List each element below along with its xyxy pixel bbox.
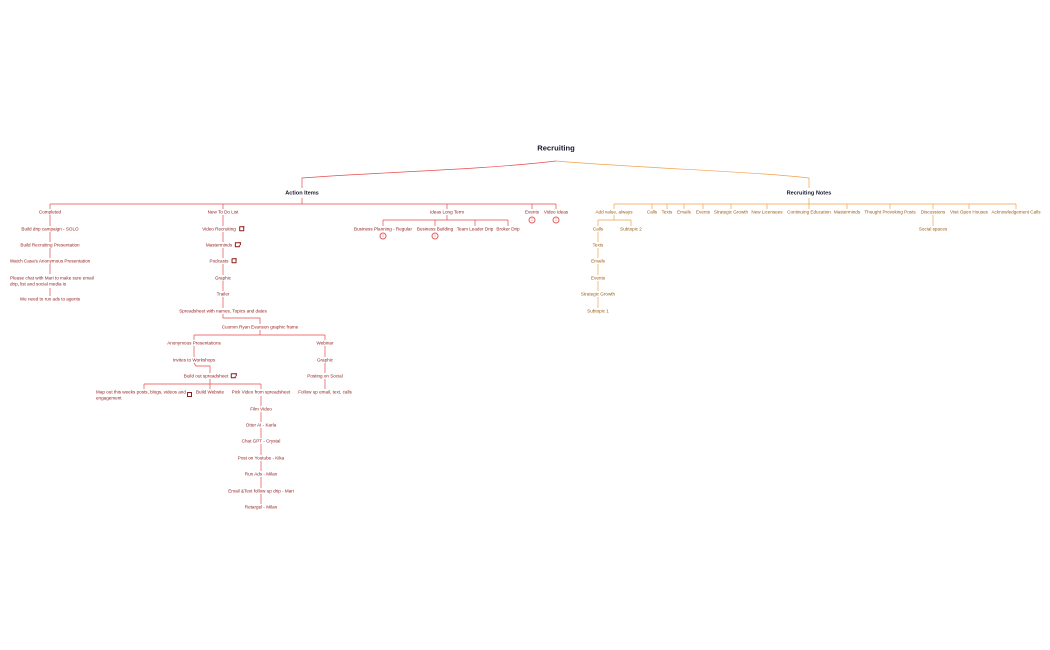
node-notes-item[interactable]: Texts (661, 209, 673, 215)
node-completed-item[interactable]: Build Recruiting Presentation (20, 242, 80, 248)
node-chain-item[interactable]: Retargel - Milan (244, 504, 278, 510)
node-webinar[interactable]: Webinar (316, 340, 334, 346)
external-link-icon[interactable] (238, 226, 245, 232)
node-add-value-child[interactable]: Subtopic 2 (620, 226, 642, 232)
node-calls-chain-item[interactable]: Events (590, 275, 606, 281)
external-link-icon[interactable] (231, 373, 237, 379)
node-completed-item[interactable]: We need to run ads to agents (19, 296, 81, 302)
node-chain-item[interactable]: Email &Text follow up drip - Mari (228, 488, 294, 494)
node-webinar-item[interactable]: Follow up email, text, calls (298, 389, 352, 395)
node-notes-item[interactable]: Add value, always (595, 209, 633, 215)
node-todo-item[interactable]: Podcasts (210, 258, 237, 264)
node-ideas-item[interactable]: Broker Drip (496, 226, 520, 232)
node-calls-chain-item[interactable]: Strategic Growth (580, 291, 616, 297)
node-label: Build out spreadsheet (183, 373, 229, 379)
node-chain-item[interactable]: Chat GPT - Crystal (241, 438, 281, 444)
node-video-ideas[interactable]: Video Ideas (543, 209, 569, 215)
node-chain-item[interactable]: Post on Youtube - Kika (237, 455, 285, 461)
comment-count-icon[interactable]: 1 (552, 216, 560, 224)
node-todo-item[interactable]: Trailer (216, 291, 230, 297)
node-calls-chain-item[interactable]: Emails (591, 258, 605, 264)
node-todo[interactable]: New To Do List (207, 209, 239, 215)
node-anon-child[interactable]: Map out this weeks posts, blogs, videos … (96, 389, 186, 401)
external-link-icon[interactable] (231, 258, 237, 264)
node-ideas-item[interactable]: Business Building (416, 226, 454, 232)
node-notes-item[interactable]: New Licensees (751, 209, 783, 215)
node-todo-item[interactable]: Masterminds (205, 242, 241, 248)
node-notes-item[interactable]: Strategic Growth (713, 209, 749, 215)
node-ideas-long-term[interactable]: Ideas Long Term (429, 209, 465, 215)
comment-count-icon[interactable]: 1 (431, 232, 439, 240)
node-anon-child[interactable]: Pick Video from spreadsheet (231, 389, 291, 395)
node-notes-item[interactable]: Continuing Education (787, 209, 831, 215)
node-add-value-child[interactable]: Calls (592, 226, 604, 232)
node-label: Podcasts (209, 258, 229, 264)
node-notes-item[interactable]: Masterminds (833, 209, 861, 215)
node-completed-item[interactable]: Build drip campaign - SOLO (21, 226, 79, 232)
node-ideas-item[interactable]: Team Leader Drip (456, 226, 494, 232)
node-discussions-child[interactable]: Social spaces (918, 226, 948, 232)
external-link-icon[interactable] (187, 391, 193, 397)
node-todo-item[interactable]: Spreadsheet with names, Topics and dates (179, 308, 267, 314)
node-notes-item[interactable]: Discussions (920, 209, 946, 215)
node-anonymous-presentations[interactable]: Anonymous Presentations (167, 340, 221, 346)
node-webinar-item[interactable]: Graphic (316, 357, 334, 363)
node-completed[interactable]: Completed (38, 209, 62, 215)
branch-action-items[interactable]: Action Items (285, 190, 319, 197)
node-notes-item[interactable]: Calls (646, 209, 658, 215)
node-chain-item[interactable]: Otter AI - Karla (245, 422, 277, 428)
node-label: Masterminds (205, 242, 233, 248)
node-todo-item[interactable]: Graphic (214, 275, 232, 281)
node-ideas-item[interactable]: Business Planning - Regular (354, 226, 412, 232)
node-anon-item[interactable]: Build out spreadsheet (183, 373, 237, 379)
root-node[interactable]: Recruiting (537, 143, 575, 153)
node-notes-item[interactable]: Acknowledgement Calls (991, 209, 1041, 215)
node-chain-item[interactable]: Run Ads - Milan (244, 471, 278, 477)
comment-count-icon[interactable]: 1 (379, 232, 387, 240)
branch-recruiting-notes[interactable]: Recruiting Notes (786, 190, 832, 197)
node-chain-item[interactable]: Film Video (250, 406, 272, 412)
node-events[interactable]: Events (524, 209, 540, 215)
node-notes-item[interactable]: Events (695, 209, 711, 215)
node-notes-item[interactable]: Emails (677, 209, 691, 215)
node-todo-item[interactable]: Video Recruiting (202, 226, 245, 232)
external-link-icon[interactable] (235, 242, 241, 248)
node-completed-item[interactable]: Please chat with Mari to make sure email… (10, 275, 94, 287)
node-notes-item[interactable]: Visit Open Houses (950, 209, 988, 215)
node-anon-item[interactable]: Invites to Workshops (172, 357, 216, 363)
node-calls-chain-item[interactable]: Subtopic 1 (587, 308, 609, 314)
node-calls-chain-item[interactable]: Texts (592, 242, 604, 248)
node-webinar-item[interactable]: Posting on Social (307, 373, 343, 379)
node-notes-item[interactable]: Thought Provoking Posts (864, 209, 916, 215)
node-label: Video Recruiting (202, 226, 236, 232)
node-anon-child[interactable]: Build Website (195, 389, 225, 395)
node-completed-item[interactable]: Watch Casa's Anonymous Presentation (9, 258, 91, 264)
node-todo-item[interactable]: Cuomm Ryan Evanson graphic frame (221, 324, 299, 330)
comment-count-icon[interactable]: 1 (528, 216, 536, 224)
